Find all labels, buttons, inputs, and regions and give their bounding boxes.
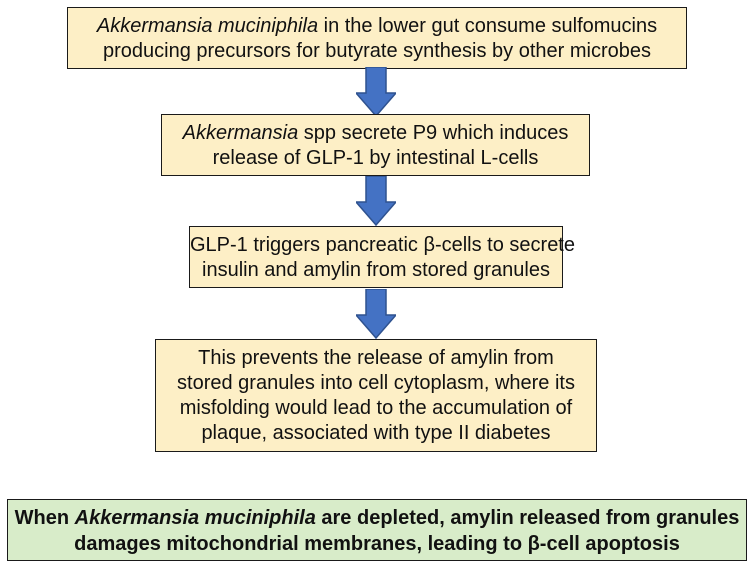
step-text: insulin and amylin from stored granules: [202, 259, 550, 281]
species-name: Akkermansia: [182, 122, 299, 144]
step-text: spp secrete P9 which induces: [298, 122, 569, 144]
step-box-2: Akkermansia spp secrete P9 which induces…: [161, 114, 590, 176]
step-2-line-2: release of GLP-1 by intestinal L-cells: [162, 146, 589, 171]
step-box-1: Akkermansia muciniphila in the lower gut…: [67, 7, 687, 69]
summary-line-1: When Akkermansia muciniphila are deplete…: [8, 505, 746, 531]
summary-text: damages mitochondrial membranes, leading…: [74, 533, 680, 555]
step-box-3: GLP-1 triggers pancreatic β-cells to sec…: [189, 226, 575, 288]
summary-prefix: When: [14, 507, 75, 529]
step-box-4: This prevents the release of amylin from…: [155, 339, 597, 452]
step-text: GLP-1 triggers pancreatic β-cells to sec…: [190, 234, 575, 256]
summary-text: are depleted, amylin released from granu…: [315, 507, 740, 529]
step-3-line-1: GLP-1 triggers pancreatic β-cells to sec…: [190, 233, 575, 258]
step-text: misfolding would lead to the accumulatio…: [179, 397, 573, 419]
step-1-line-2: producing precursors for butyrate synthe…: [68, 39, 686, 64]
step-4-line-3: misfolding would lead to the accumulatio…: [156, 396, 596, 421]
summary-line-2: damages mitochondrial membranes, leading…: [8, 531, 746, 557]
step-1-line-1: Akkermansia muciniphila in the lower gut…: [68, 14, 686, 39]
step-text: in the lower gut consume sulfomucins: [318, 15, 658, 37]
step-4-line-4: plaque, associated with type II diabetes: [156, 421, 596, 446]
summary-box: When Akkermansia muciniphila are deplete…: [7, 499, 747, 561]
down-arrow-icon: [356, 67, 396, 117]
step-text: This prevents the release of amylin from: [198, 347, 554, 369]
step-text: stored granules into cell cytoplasm, whe…: [177, 372, 575, 394]
step-3-line-2: insulin and amylin from stored granules: [190, 258, 562, 283]
down-arrow-icon: [356, 176, 396, 226]
species-name: Akkermansia muciniphila: [74, 507, 316, 529]
step-2-line-1: Akkermansia spp secrete P9 which induces: [162, 121, 589, 146]
step-text: release of GLP-1 by intestinal L-cells: [212, 147, 539, 169]
step-text: producing precursors for butyrate synthe…: [102, 40, 652, 62]
species-name: Akkermansia muciniphila: [96, 15, 319, 37]
down-arrow-icon: [356, 289, 396, 339]
step-text: plaque, associated with type II diabetes: [201, 422, 551, 444]
step-4-line-2: stored granules into cell cytoplasm, whe…: [156, 371, 596, 396]
step-4-line-1: This prevents the release of amylin from: [156, 346, 596, 371]
